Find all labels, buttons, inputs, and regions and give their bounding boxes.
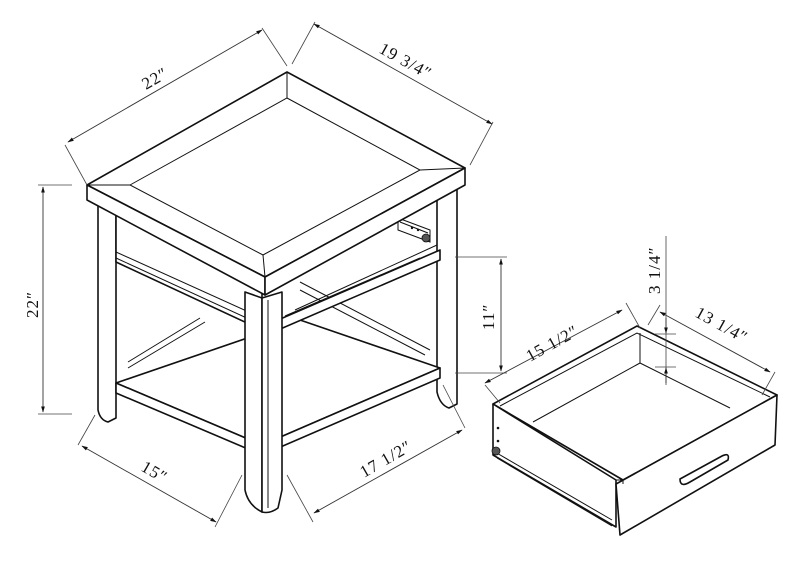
- back-left-leg: [97, 204, 117, 423]
- label-drawer-height: 3 1/4″: [645, 246, 664, 294]
- label-base-depth: 17 1/2″: [357, 436, 416, 481]
- label-base-width: 15″: [138, 457, 171, 487]
- label-shelf-gap: 11″: [479, 304, 498, 330]
- label-top-width: 22″: [139, 63, 172, 93]
- label-table-height: 22″: [23, 291, 42, 318]
- drawer-side-slide: [491, 426, 613, 527]
- drawer-side-panel: [492, 403, 617, 528]
- label-top-depth: 19 3/4″: [376, 39, 435, 83]
- drawer-front-panel: [615, 394, 778, 536]
- drawer-slide-hardware: [397, 217, 431, 243]
- dimension-lines: [38, 21, 776, 528]
- front-right-leg: [281, 244, 438, 330]
- back-right-leg: [436, 184, 458, 409]
- back-stretcher-left: [127, 317, 206, 369]
- front-corner-leg: [261, 291, 283, 514]
- drawer-handle-icon: [679, 453, 730, 486]
- label-drawer-depth: 13 1/4″: [692, 303, 751, 347]
- label-drawer-width: 15 1/2″: [523, 321, 582, 365]
- front-left-leg: [244, 291, 263, 513]
